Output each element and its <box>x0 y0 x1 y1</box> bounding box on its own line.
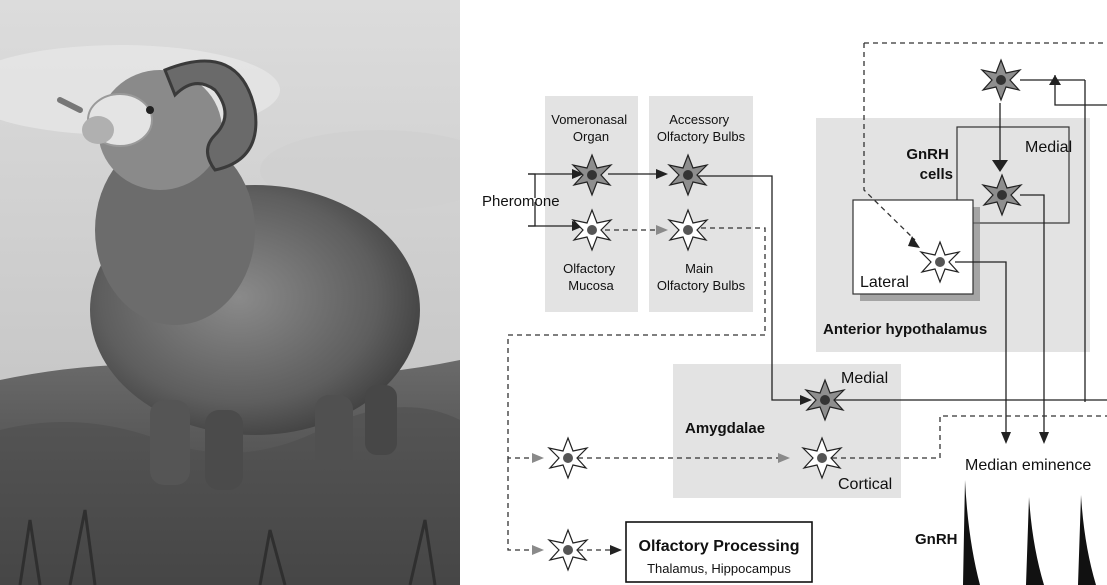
anterior-hypothalamus-label: Anterior hypothalamus <box>823 321 987 338</box>
gnrh-cells-label-1: GnRH <box>906 146 949 163</box>
median-eminence-label: Median eminence <box>965 457 1091 474</box>
mucosa-label-2: Mucosa <box>568 278 614 293</box>
gnrh-pulse-plot <box>963 480 1096 585</box>
olfactory-processing-subtitle: Thalamus, Hippocampus <box>647 561 791 576</box>
olfactory-processing-title: Olfactory Processing <box>639 538 800 555</box>
amygdala-medial-label: Medial <box>841 370 888 387</box>
top-gnrh-neuron <box>982 60 1020 100</box>
pheromone-pathway-diagram: Vomeronasal Organ Accessory Olfactory Bu… <box>460 0 1107 585</box>
mucosa-label-1: Olfactory <box>563 261 616 276</box>
accessory-bulbs-label-2: Olfactory Bulbs <box>657 129 746 144</box>
main-bulbs-label-2: Olfactory Bulbs <box>657 278 746 293</box>
hypothalamus-medial-label: Medial <box>1025 139 1072 156</box>
vomeronasal-label-2: Organ <box>573 129 609 144</box>
hypothalamus-lateral-label: Lateral <box>860 274 909 291</box>
ram-photo <box>0 0 460 585</box>
amygdalae-label: Amygdalae <box>685 420 765 437</box>
main-bulbs-label-1: Main <box>685 261 713 276</box>
accessory-bulbs-label-1: Accessory <box>669 112 729 127</box>
gnrh-plot-label: GnRH <box>915 531 958 548</box>
vomeronasal-label-1: Vomeronasal <box>551 112 627 127</box>
amygdala-cortical-label: Cortical <box>838 476 892 493</box>
pheromone-label: Pheromone <box>482 193 560 210</box>
gnrh-cells-label-2: cells <box>920 166 953 183</box>
